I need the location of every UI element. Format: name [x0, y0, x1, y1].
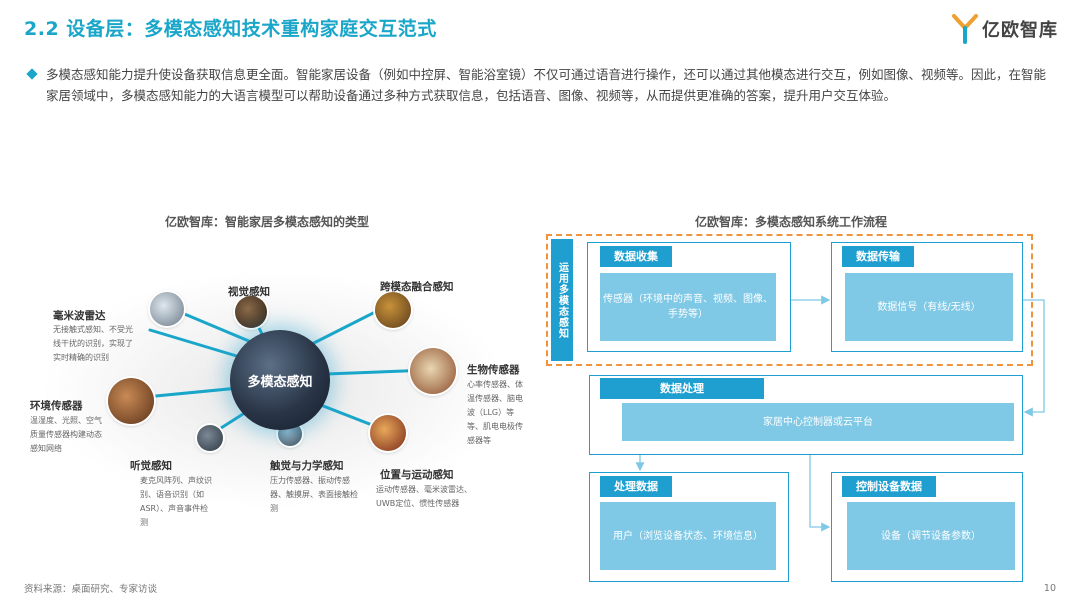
left-diagram-title: 亿欧智库：智能家居多模态感知的类型: [165, 215, 370, 229]
page-title: 2.2 设备层：多模态感知技术重构家庭交互范式: [24, 18, 437, 40]
visual-node-image: [235, 296, 267, 328]
hearing-label: 听觉感知: [130, 460, 172, 472]
visual-label: 视觉感知: [228, 286, 270, 298]
env-node-image: [108, 378, 154, 424]
handle-body: 用户（浏览设备状态、环境信息）: [600, 502, 776, 570]
control-body: 设备（调节设备参数）: [847, 502, 1015, 570]
position-node-image: [370, 415, 406, 451]
env-label: 环境传感器: [30, 400, 83, 412]
process-body: 家居中心控制器或云平台: [622, 403, 1014, 441]
collect-head: 数据收集: [600, 246, 672, 267]
mmwave-desc: 无接触式感知、不受光线干扰的识别，实现了实时精确的识别: [53, 325, 133, 362]
fusion-node-image: [375, 292, 411, 328]
transfer-body: 数据信号（有线/无线）: [845, 273, 1013, 341]
right-diagram-title: 亿欧智库：多模态感知系统工作流程: [695, 215, 888, 229]
hearing-desc: 麦克风阵列、声纹识别、语音识别（如ASR）、声音事件检测: [140, 476, 212, 527]
hearing-node-image: [197, 425, 223, 451]
bio-node-image: [410, 348, 456, 394]
touch-label: 触觉与力学感知: [270, 460, 344, 472]
intro-text: 多模态感知能力提升使设备获取信息更全面。智能家居设备（例如中控屏、智能浴室镜）不…: [46, 67, 1047, 103]
hub-circle: 多模态感知: [230, 330, 330, 430]
bio-desc: 心率传感器、体温传感器、脑电波（LLG）等等、肌电电极传感器等: [467, 380, 523, 445]
env-desc: 温湿度、光照、空气质量传感器构建动态感知网络: [30, 416, 102, 453]
logo: 亿欧智库: [952, 14, 1058, 44]
position-desc: 运动传感器、毫米波雷达、UWB定位、惯性传感器: [376, 485, 472, 508]
handle-head: 处理数据: [600, 476, 672, 497]
mmwave-node-image: [150, 292, 184, 326]
source-note: 资料来源：桌面研究、专家访谈: [24, 584, 158, 595]
hub-label: 多模态感知: [247, 374, 313, 390]
fusion-label: 跨模态融合感知: [380, 281, 454, 293]
transfer-head: 数据传输: [842, 246, 914, 267]
side-tag: 运用多模态感知: [551, 239, 573, 361]
page-number: 10: [1043, 583, 1056, 594]
position-label: 位置与运动感知: [380, 469, 454, 481]
bio-label: 生物传感器: [467, 364, 520, 376]
mmwave-label: 毫米波雷达: [53, 310, 106, 322]
intro-paragraph: 多模态感知能力提升使设备获取信息更全面。智能家居设备（例如中控屏、智能浴室镜）不…: [26, 64, 1058, 106]
collect-body: 传感器（环境中的声音、视频、图像、手势等）: [600, 273, 776, 341]
logo-icon: [952, 14, 978, 44]
touch-desc: 压力传感器、振动传感器、触摸屏、表面接触检测: [270, 476, 358, 513]
logo-text: 亿欧智库: [982, 20, 1058, 41]
process-head: 数据处理: [600, 378, 764, 399]
control-head: 控制设备数据: [842, 476, 936, 497]
